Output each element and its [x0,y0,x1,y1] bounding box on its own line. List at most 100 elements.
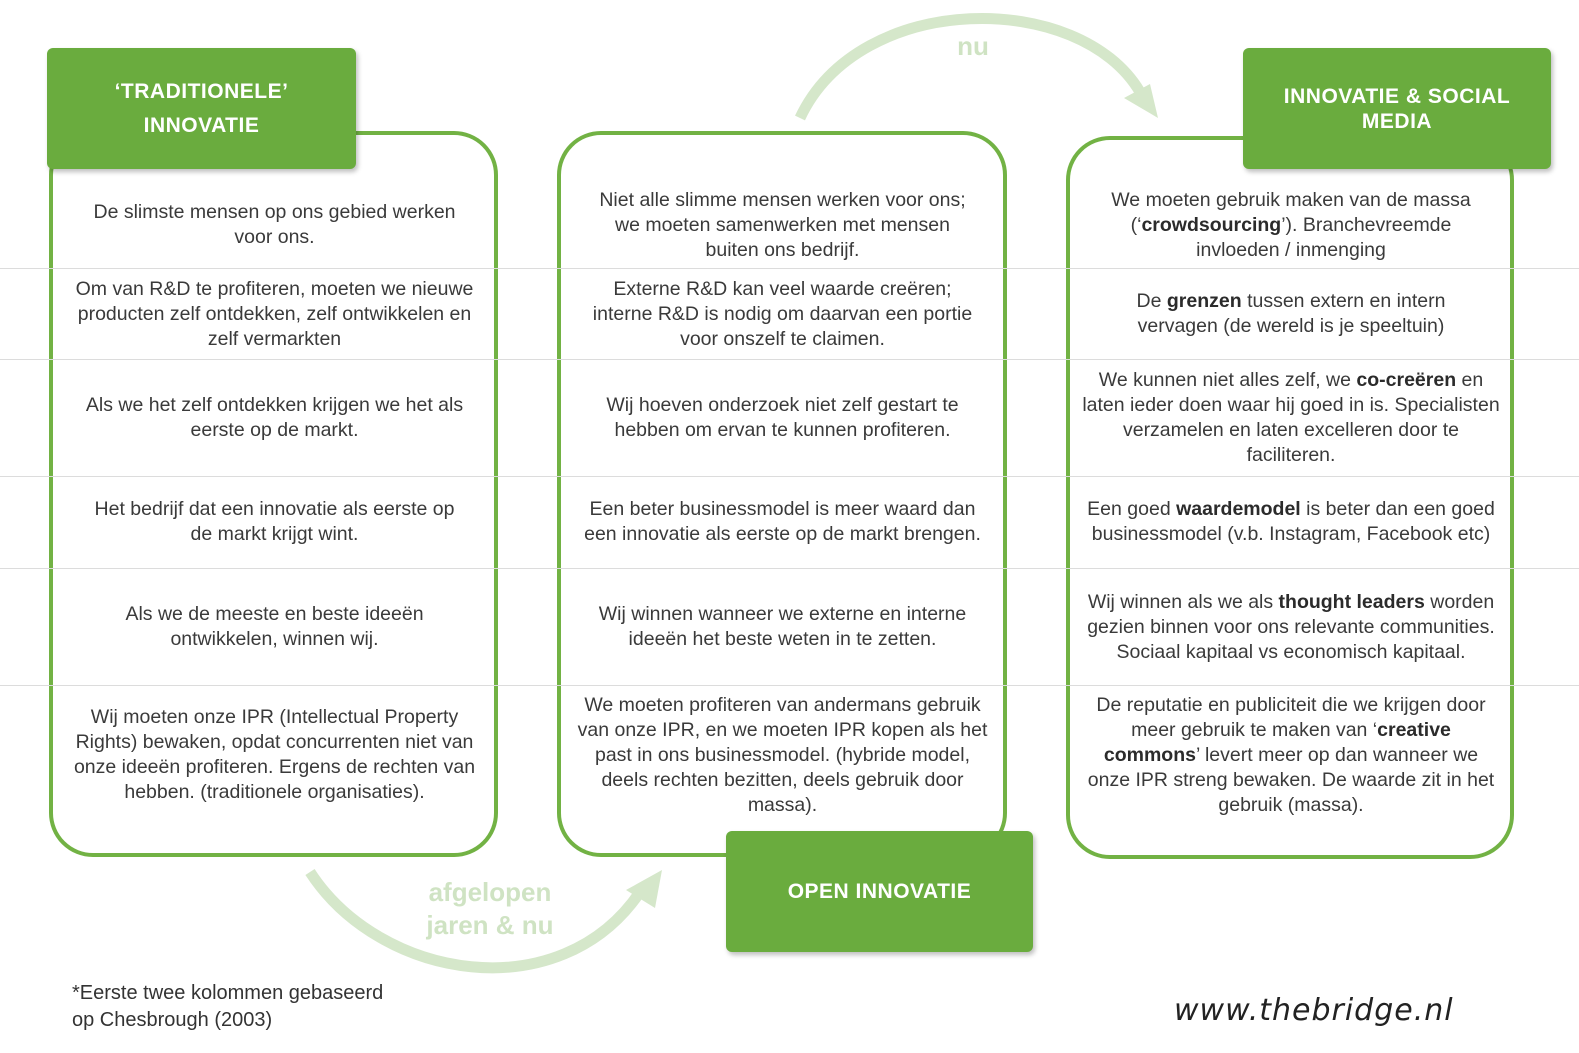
cell-col3-row3: We kunnen niet alles zelf, we co-creëren… [1076,361,1506,475]
cell-text: De grenzen tussen extern en intern vervag… [1137,289,1446,339]
cell-text: Externe R&D kan veel waarde creëren;inte… [593,277,972,352]
footnote-line: *Eerste twee kolommen gebaseerd [72,982,384,1004]
cell-col1-row3: Als we het zelf ontdekken krijgen we het… [62,361,487,475]
cell-text-run: Als we het zelf ontdekken krijgen we het… [85,394,464,441]
cell-text-run: We kunnen niet alles zelf, we [1098,369,1357,391]
column-box-social [1066,136,1514,859]
cell-text-run: en laten ieder doen waar hij goed in is.… [1082,369,1500,466]
cell-text: We moeten gebruik maken van de massa(‘cr… [1111,188,1471,263]
cell-text: Als we de meeste en beste ideeën ontwikke… [125,602,423,652]
row-divider [0,476,1579,477]
cell-col1-row4: Het bedrijf dat een innovatie als eerste… [62,478,487,566]
cell-text: Als we het zelf ontdekken krijgen we het… [68,393,481,443]
cell-text-run: Als we de meeste en beste ideeën [125,603,424,625]
emphasis-text: creative commons [1103,718,1451,766]
header-line: INNOVATIE [143,113,260,137]
cell-col2-row6: We moeten profiteren van andermans gebru… [565,687,1000,823]
footnote: *Eerste twee kolommen gebaseerd op Chesb… [72,980,383,1034]
cell-text-run: we moeten samenwerken met mensen [615,213,950,236]
row-divider [0,359,1579,360]
cell-text-run: Wij winnen wanneer we externe en interne [598,603,967,625]
cell-text-run: Wij hoeven onderzoek niet zelf gestart t… [606,394,959,416]
cell-col3-row1: We moeten gebruik maken van de massa(‘cr… [1076,182,1506,268]
cell-text-run: Wij winnen als we als [1087,590,1279,613]
arrow-afgelopen-head [626,870,662,908]
cell-col3-row6: De reputatie en publiciteit die we krijg… [1076,687,1506,823]
cell-text: Wij moeten onze IPR (Intellectual Proper… [68,705,481,805]
row-divider [0,685,1579,686]
cell-text: Het bedrijf dat een innovatie als eerste… [95,497,455,547]
cell-text-run: ’). Branchevreemde [1281,213,1452,236]
cell-col1-row2: Om van R&D te profiteren, moeten we nieu… [62,270,487,358]
emphasis-text: waardemodel [1176,498,1301,520]
cell-text: Wij hoeven onderzoek niet zelf gestart t… [606,393,958,443]
cell-text-run: De slimste mensen op ons gebied werken [93,201,456,223]
cell-text-run: (‘ [1130,213,1142,236]
cell-text-run: ideeën het beste weten in te zetten. [628,628,937,650]
website-link[interactable]: www.thebridge.nl [1174,993,1454,1028]
cell-text: Niet alle slimme mensen werken voor ons;… [599,188,965,263]
arrow-label-line: afgelopen [428,877,552,907]
header-line: MEDIA [1361,109,1433,133]
emphasis-text: co-creëren [1356,369,1457,391]
cell-col2-row2: Externe R&D kan veel waarde creëren;inte… [565,270,1000,358]
cell-text-run: We moeten gebruik maken van de massa [1111,188,1471,211]
cell-text-run: is beter dan een goed businessmodel (v.b… [1091,498,1495,545]
cell-text: De reputatie en publiciteit die we krijg… [1082,693,1500,818]
cell-text: We kunnen niet alles zelf, we co-creëren… [1082,368,1500,468]
cell-text: We moeten profiteren van andermans gebru… [571,693,994,818]
cell-text-run: Een beter businessmodel is meer waard da… [584,498,981,545]
cell-text: Om van R&D te profiteren, moeten we nieu… [68,277,481,352]
cell-col3-row5: Wij winnen als we als thought leaders wo… [1076,570,1506,684]
cell-text-run: buiten ons bedrijf. [705,238,860,261]
cell-text-run: Een goed [1087,498,1177,520]
cell-text-run: ’ levert meer op dan wanneer we onze IPR… [1087,743,1495,816]
arrow-label-nu: nu [957,31,989,61]
cell-col3-row2: De grenzen tussen extern en intern vervag… [1076,270,1506,358]
cell-text-run: ontwikkelen, winnen wij. [170,628,379,650]
cell-text-run: Het bedrijf dat een innovatie als eerste… [94,498,455,520]
cell-text-run: Om van R&D te profiteren, moeten we nieu… [75,277,474,350]
row-divider [0,568,1579,569]
cell-col3-row4: Een goed waardemodel is beter dan een go… [1076,478,1506,566]
header-innovatie-social-media: INNOVATIE & SOCIAL MEDIA [1243,48,1551,169]
cell-text-run: voor onszelf te claimen. [680,327,885,350]
row-divider [0,268,1579,269]
header-line: ‘TRADITIONELE’ [114,79,289,103]
cell-col2-row4: Een beter businessmodel is meer waard da… [565,478,1000,566]
cell-text-run: Externe R&D kan veel waarde creëren; [613,277,952,300]
header-line: OPEN INNOVATIE [787,879,972,903]
header-line: INNOVATIE & SOCIAL [1283,84,1511,108]
cell-text-run: interne R&D is nodig om daarvan een port… [592,302,973,325]
cell-text-run: tussen extern en intern [1241,290,1446,312]
cell-col1-row6: Wij moeten onze IPR (Intellectual Proper… [62,687,487,823]
cell-text-run: voor ons. [234,226,315,248]
header-open-innovatie: OPEN INNOVATIE [726,831,1033,952]
cell-text-run: de markt krijgt wint. [190,523,359,545]
cell-text-run: We moeten profiteren van andermans gebru… [577,693,988,816]
emphasis-text: thought leaders [1278,590,1425,613]
cell-text: Wij winnen als we als thought leaders wo… [1082,590,1500,665]
cell-text-run: De [1136,290,1167,312]
emphasis-text: crowdsourcing [1141,213,1282,236]
cell-text-run: Niet alle slimme mensen werken voor ons; [599,188,966,211]
arrow-label-afgelopen: afgelopen jaren & nu [400,876,580,942]
cell-text-run: vervagen (de wereld is je speeltuin) [1137,315,1445,337]
cell-text-run: De reputatie en publiciteit die we krijg… [1096,693,1486,741]
cell-text-run: hebben om ervan te kunnen profiteren. [614,419,951,441]
cell-col2-row3: Wij hoeven onderzoek niet zelf gestart t… [565,361,1000,475]
arrow-label-line: jaren & nu [426,910,554,940]
cell-col1-row5: Als we de meeste en beste ideeën ontwikke… [62,570,487,684]
cell-text-run: worden gezien binnen voor ons relevante … [1087,590,1495,663]
cell-col2-row5: Wij winnen wanneer we externe en interne… [565,570,1000,684]
footnote-line: op Chesbrough (2003) [72,1009,273,1031]
cell-text: Een goed waardemodel is beter dan een go… [1082,497,1500,547]
column-box-traditionele [49,131,498,857]
cell-text: Wij winnen wanneer we externe en interne… [599,602,966,652]
column-box-open [557,131,1007,857]
cell-text: De slimste mensen op ons gebied werken vo… [93,200,455,250]
header-traditionele-innovatie: ‘TRADITIONELE’ INNOVATIE [47,48,356,169]
emphasis-text: grenzen [1166,290,1242,312]
cell-col2-row1: Niet alle slimme mensen werken voor ons;… [565,182,1000,268]
